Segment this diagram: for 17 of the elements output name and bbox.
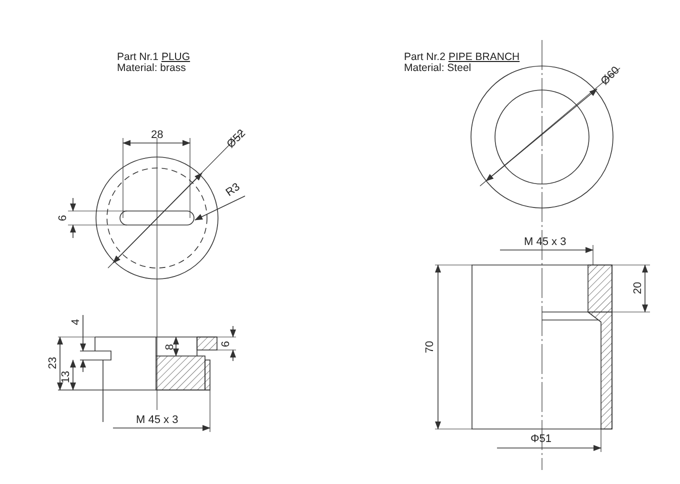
part-number: Part Nr.1 [117,51,158,63]
dimension-text: 20 [632,282,644,294]
dimension-text: R3 [224,181,242,199]
part-name: PLUG [161,51,190,63]
material-note: Material: brass [117,62,186,74]
dimension-text: 6 [57,214,70,222]
dimension-text: 28 [151,129,164,141]
dimension-text: 23 [47,356,60,370]
material-note: Material: Steel [404,62,472,74]
dimension-text: 6 [220,340,232,348]
dimension-text: 13 [60,370,72,384]
dimension-text: 70 [424,340,436,354]
dimension-text: 4 [70,318,82,326]
part-name: PIPE BRANCH [448,51,520,63]
part-number: Part Nr.2 [404,51,446,63]
dimension-text: M 45 x 3 [136,414,178,426]
dimension-text: 8 [164,344,176,350]
